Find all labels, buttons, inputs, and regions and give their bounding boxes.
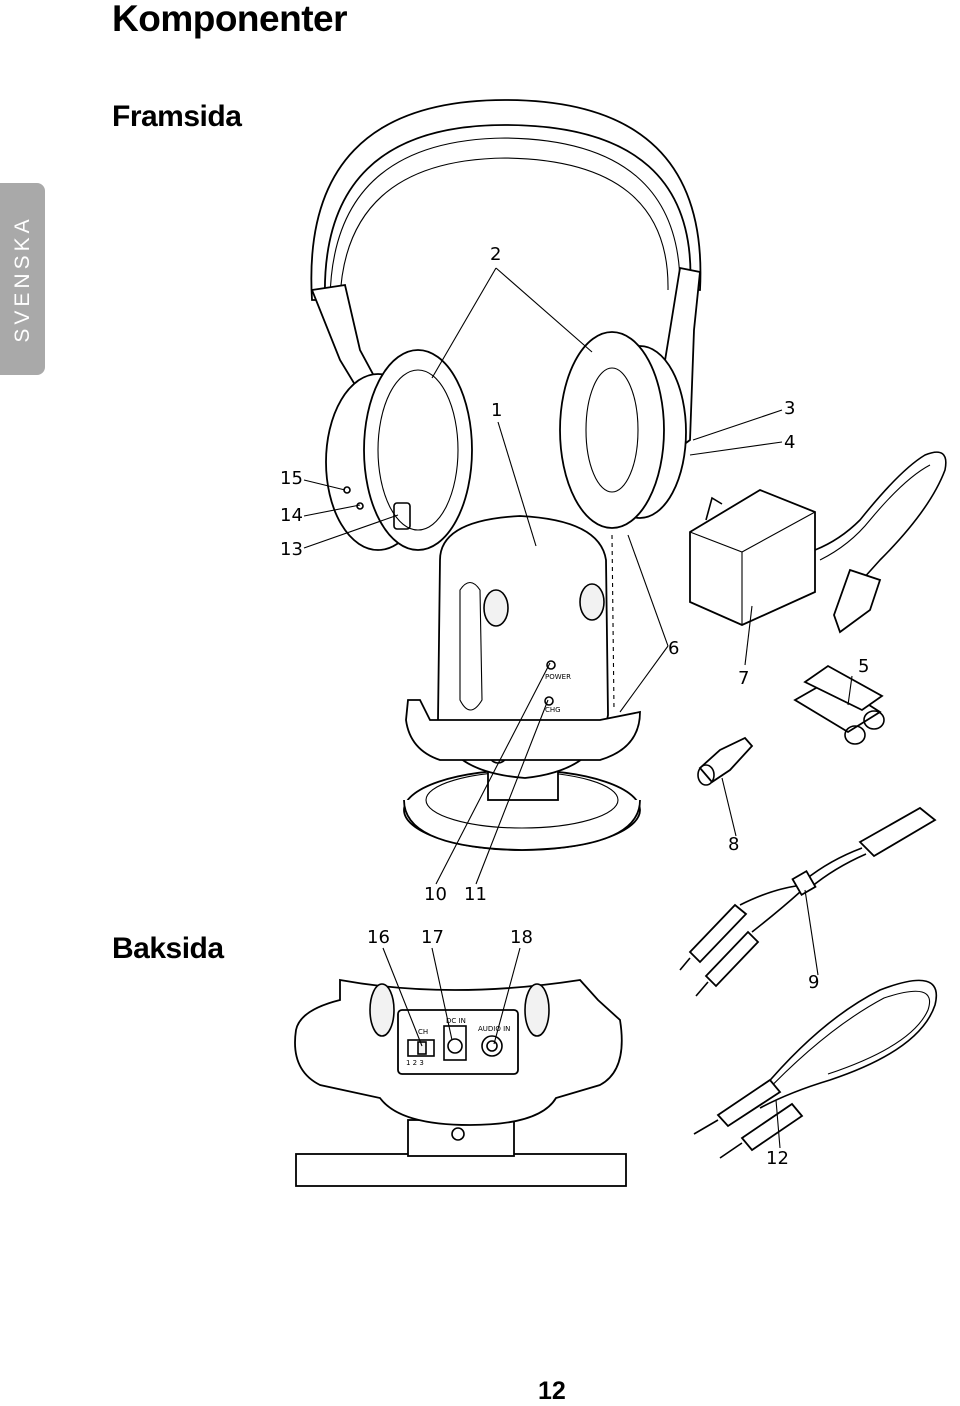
- dc-in-label: DC IN: [446, 1017, 466, 1025]
- callout-6: 6: [668, 638, 679, 659]
- stereo-cable: [693, 979, 938, 1159]
- callout-2: 2: [490, 244, 501, 265]
- left-earcup: [325, 349, 473, 551]
- callout-11: 11: [464, 884, 487, 905]
- callout-15: 15: [280, 468, 303, 489]
- callout-17: 17: [421, 927, 444, 948]
- ch-switch-numbers: 1 2 3: [406, 1059, 424, 1067]
- callout-13: 13: [280, 539, 303, 560]
- callout-3: 3: [784, 398, 795, 419]
- section-heading-back: Baksida: [112, 932, 224, 965]
- ch-switch-label: CH: [418, 1028, 428, 1036]
- callout-7: 7: [738, 668, 749, 689]
- leader-lines: [303, 267, 853, 1149]
- page-number: 12: [538, 1377, 566, 1405]
- rca-y-cable: [679, 806, 937, 997]
- callout-12: 12: [766, 1148, 789, 1169]
- callout-18: 18: [510, 927, 533, 948]
- callout-10: 10: [424, 884, 447, 905]
- chg-led-label: CHG: [545, 706, 561, 714]
- callout-1: 1: [491, 400, 502, 421]
- language-tab: SVENSKA: [0, 183, 45, 375]
- batteries: [793, 664, 885, 745]
- callout-16: 16: [367, 927, 390, 948]
- stand-body: POWER CHG: [405, 515, 641, 779]
- ac-adapter: [689, 451, 947, 634]
- callouts: 2 1 3 4 15 14 13 6 7 5 8 10 11 16 17 18 …: [280, 244, 869, 1169]
- callout-14: 14: [280, 505, 303, 526]
- stand-back-view: CH 1 2 3 DC IN AUDIO IN: [294, 978, 627, 1187]
- power-led-label: POWER: [545, 673, 571, 681]
- right-earcup: [559, 331, 687, 529]
- section-heading-front: Framsida: [112, 100, 242, 133]
- callout-9: 9: [808, 972, 819, 993]
- callout-4: 4: [784, 432, 795, 453]
- page-title: Komponenter: [112, 0, 348, 39]
- audio-in-label: AUDIO IN: [478, 1025, 510, 1033]
- callout-5: 5: [858, 656, 869, 677]
- callout-8: 8: [728, 834, 739, 855]
- plug-adapter: [697, 736, 754, 786]
